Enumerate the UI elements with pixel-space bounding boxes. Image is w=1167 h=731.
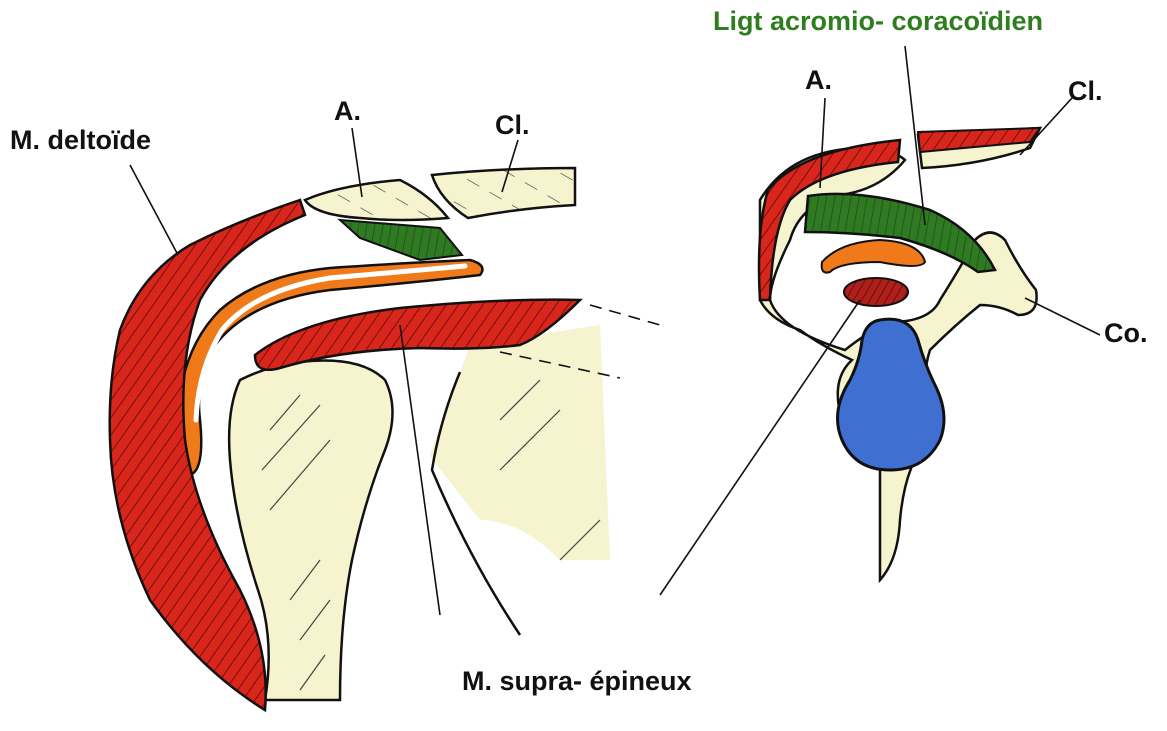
label-clavicle-left: Cl. xyxy=(495,112,530,139)
supraspinatus-section-right xyxy=(844,278,908,306)
clavicle-left xyxy=(432,168,575,218)
coracoid-leader xyxy=(1025,298,1100,335)
label-coracoid: Co. xyxy=(1104,320,1148,347)
label-supraspinatus: M. supra- épineux xyxy=(462,668,692,695)
label-acromion-right: A. xyxy=(805,67,832,94)
ligament-left xyxy=(340,220,462,260)
supraspinatus-leader-right xyxy=(660,300,860,595)
deltoid-leader xyxy=(130,165,178,255)
label-deltoid: M. deltoïde xyxy=(10,127,151,154)
supraspinatus-leader-left xyxy=(400,325,440,615)
left-coronal-view xyxy=(110,128,660,710)
clavicle-right-leader xyxy=(1020,98,1072,155)
label-clavicle-right: Cl. xyxy=(1068,78,1103,105)
label-ligament: Ligt acromio- coracoïdien xyxy=(713,8,1043,35)
bursa-right xyxy=(822,240,925,273)
right-sagittal-view xyxy=(660,46,1100,595)
label-acromion-left: A. xyxy=(334,98,361,125)
acromion-left xyxy=(305,180,448,220)
